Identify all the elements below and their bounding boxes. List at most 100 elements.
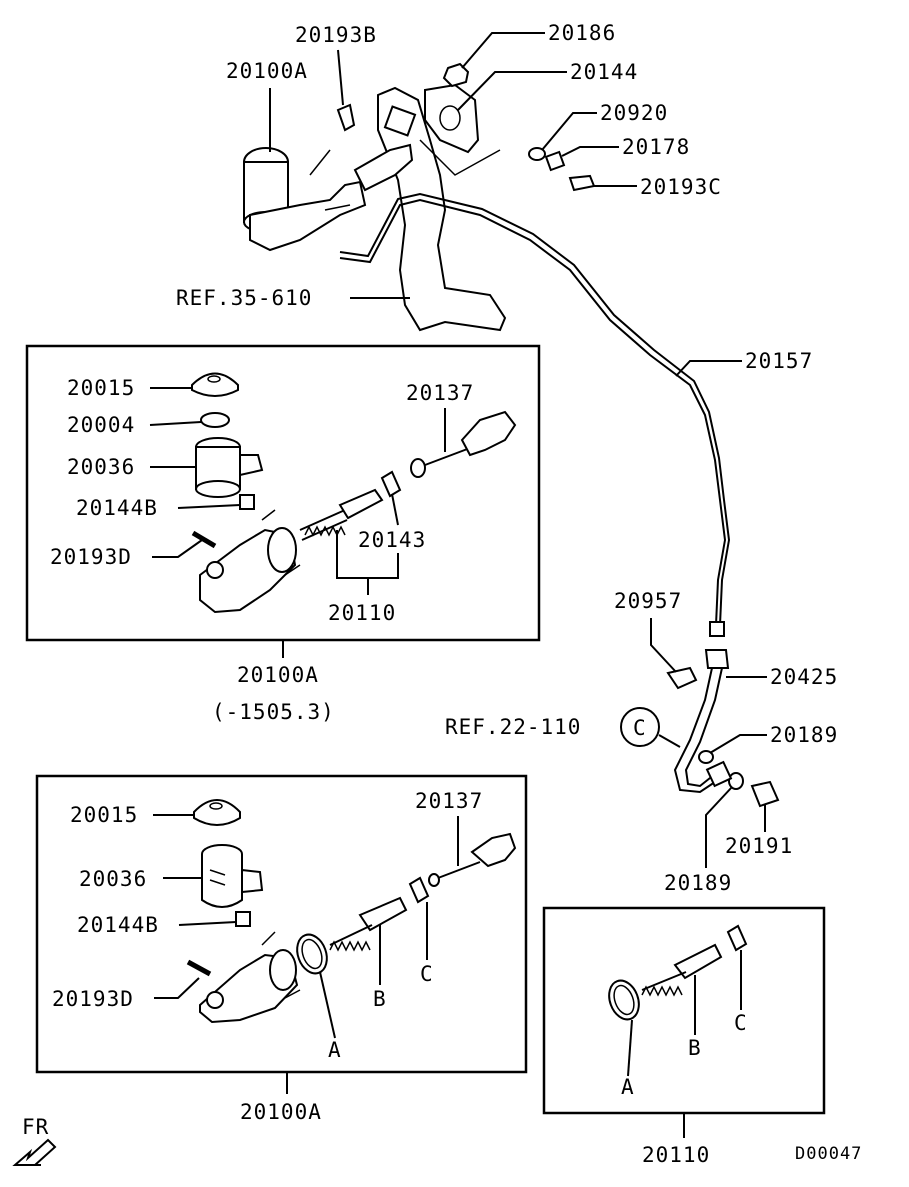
label-b3-C: C xyxy=(734,1011,748,1035)
leader-b1-20143 xyxy=(391,493,399,526)
leader-20189-lower xyxy=(705,786,733,868)
caption-b1-20100A: 20100A xyxy=(237,663,319,687)
label-20178: 20178 xyxy=(622,135,690,159)
b1-clip-20143 xyxy=(380,470,402,498)
b1-piston-20110 xyxy=(299,488,384,541)
master-cylinder-top xyxy=(243,143,414,252)
leader-20193B xyxy=(337,49,344,106)
leader-20957 xyxy=(650,618,677,673)
label-20920: 20920 xyxy=(600,101,668,125)
b1-cylinder-body xyxy=(199,509,301,614)
label-b3-B: B xyxy=(688,1036,702,1060)
b1-reservoir-20036 xyxy=(195,437,264,498)
label-circle-c: C xyxy=(633,716,647,740)
caption-b2-20100A: 20100A xyxy=(240,1100,322,1124)
banjo-fitting xyxy=(705,760,733,788)
label-b2-C: C xyxy=(420,962,434,986)
b1-pin-20193D xyxy=(191,530,217,549)
b2-cap-20015 xyxy=(193,799,241,826)
b2-cylinder-body xyxy=(199,931,301,1024)
leader-b1-20144B xyxy=(177,504,241,509)
washer-20189a xyxy=(698,750,714,764)
circle-c-marker xyxy=(620,707,660,747)
cotter-pin-20193B xyxy=(336,103,356,132)
leader-b3-A xyxy=(627,1019,633,1077)
label-b2-20137: 20137 xyxy=(415,789,483,813)
leader-20920 xyxy=(541,112,597,151)
b2-pushrod-20137 xyxy=(428,832,517,887)
b1-seal-20004 xyxy=(200,412,230,428)
label-b1-20036: 20036 xyxy=(67,455,135,479)
leader-20186 xyxy=(461,32,545,69)
leader-20178 xyxy=(561,146,619,157)
leader-20157 xyxy=(675,360,742,377)
b2-reservoir-20036 xyxy=(201,844,264,908)
label-ref-35-610: REF.35-610 xyxy=(176,286,312,310)
label-b1-20137: 20137 xyxy=(406,381,474,405)
label-b1-20015: 20015 xyxy=(67,376,135,400)
clutch-hose-20425 xyxy=(673,621,730,794)
label-20425: 20425 xyxy=(770,665,838,689)
detail-box-20100A xyxy=(35,774,528,1074)
b3-oring-A xyxy=(608,979,640,1021)
b1-pushrod-20137 xyxy=(410,410,517,478)
clutch-pipe-20157 xyxy=(339,192,731,626)
leader-b2-20144B xyxy=(178,921,237,926)
label-20100A-top: 20100A xyxy=(226,59,308,83)
washer-20920 xyxy=(528,147,546,161)
label-b1-20143: 20143 xyxy=(358,528,426,552)
label-20189-lower: 20189 xyxy=(664,871,732,895)
label-b2-A: A xyxy=(328,1038,342,1062)
clip-20957 xyxy=(666,666,698,690)
label-b1-20004: 20004 xyxy=(67,413,135,437)
label-b1-20144B: 20144B xyxy=(76,496,158,520)
leader-b1-20004 xyxy=(149,421,202,426)
label-20957: 20957 xyxy=(614,589,682,613)
label-20144: 20144 xyxy=(570,60,638,84)
label-20157: 20157 xyxy=(745,349,813,373)
b1-cap-20015 xyxy=(191,372,239,397)
leader-circle-c xyxy=(658,734,681,748)
label-ref-22-110: REF.22-110 xyxy=(445,715,581,739)
leader-20189-upper xyxy=(709,734,767,754)
washer-20189b xyxy=(728,772,744,790)
b3-clip-C xyxy=(726,924,748,952)
leader-b2-A xyxy=(319,971,336,1039)
b2-clip-C xyxy=(408,876,430,904)
label-b2-B: B xyxy=(373,987,387,1011)
label-b3-A: A xyxy=(621,1075,635,1099)
leader-b1-20193D xyxy=(152,539,203,558)
label-20191: 20191 xyxy=(725,834,793,858)
union-bolt-20191 xyxy=(750,780,780,808)
label-b1-20110: 20110 xyxy=(328,601,396,625)
b3-piston-B xyxy=(641,943,723,997)
nut-20186 xyxy=(442,62,470,88)
caption-b3-20110: 20110 xyxy=(642,1143,710,1167)
leader-20144 xyxy=(457,71,567,111)
bushing-20178 xyxy=(544,150,566,172)
label-20193C: 20193C xyxy=(640,175,722,199)
diagram-code: D00047 xyxy=(795,1144,862,1164)
gasket-20144 xyxy=(424,83,480,154)
label-20186: 20186 xyxy=(548,21,616,45)
b1-grommet-20144B xyxy=(239,494,255,510)
front-arrow-icon xyxy=(12,1138,57,1166)
detail-box-20110 xyxy=(542,906,826,1115)
label-fr: FR xyxy=(22,1115,49,1139)
label-20189-upper: 20189 xyxy=(770,723,838,747)
label-b1-20193D: 20193D xyxy=(50,545,132,569)
caption-b1-range: (-1505.3) xyxy=(212,700,335,724)
b2-oring-A xyxy=(296,933,328,975)
label-b2-20144B: 20144B xyxy=(77,913,159,937)
label-b2-20193D: 20193D xyxy=(52,987,134,1011)
pin-20193C xyxy=(568,174,596,192)
label-b2-20015: 20015 xyxy=(70,803,138,827)
b2-grommet-20144B xyxy=(235,911,251,927)
label-b2-20036: 20036 xyxy=(79,867,147,891)
label-20193B: 20193B xyxy=(295,23,377,47)
b2-piston-B xyxy=(329,896,408,952)
b2-pin-20193D xyxy=(186,959,212,977)
leader-b2-20193D xyxy=(154,977,200,999)
